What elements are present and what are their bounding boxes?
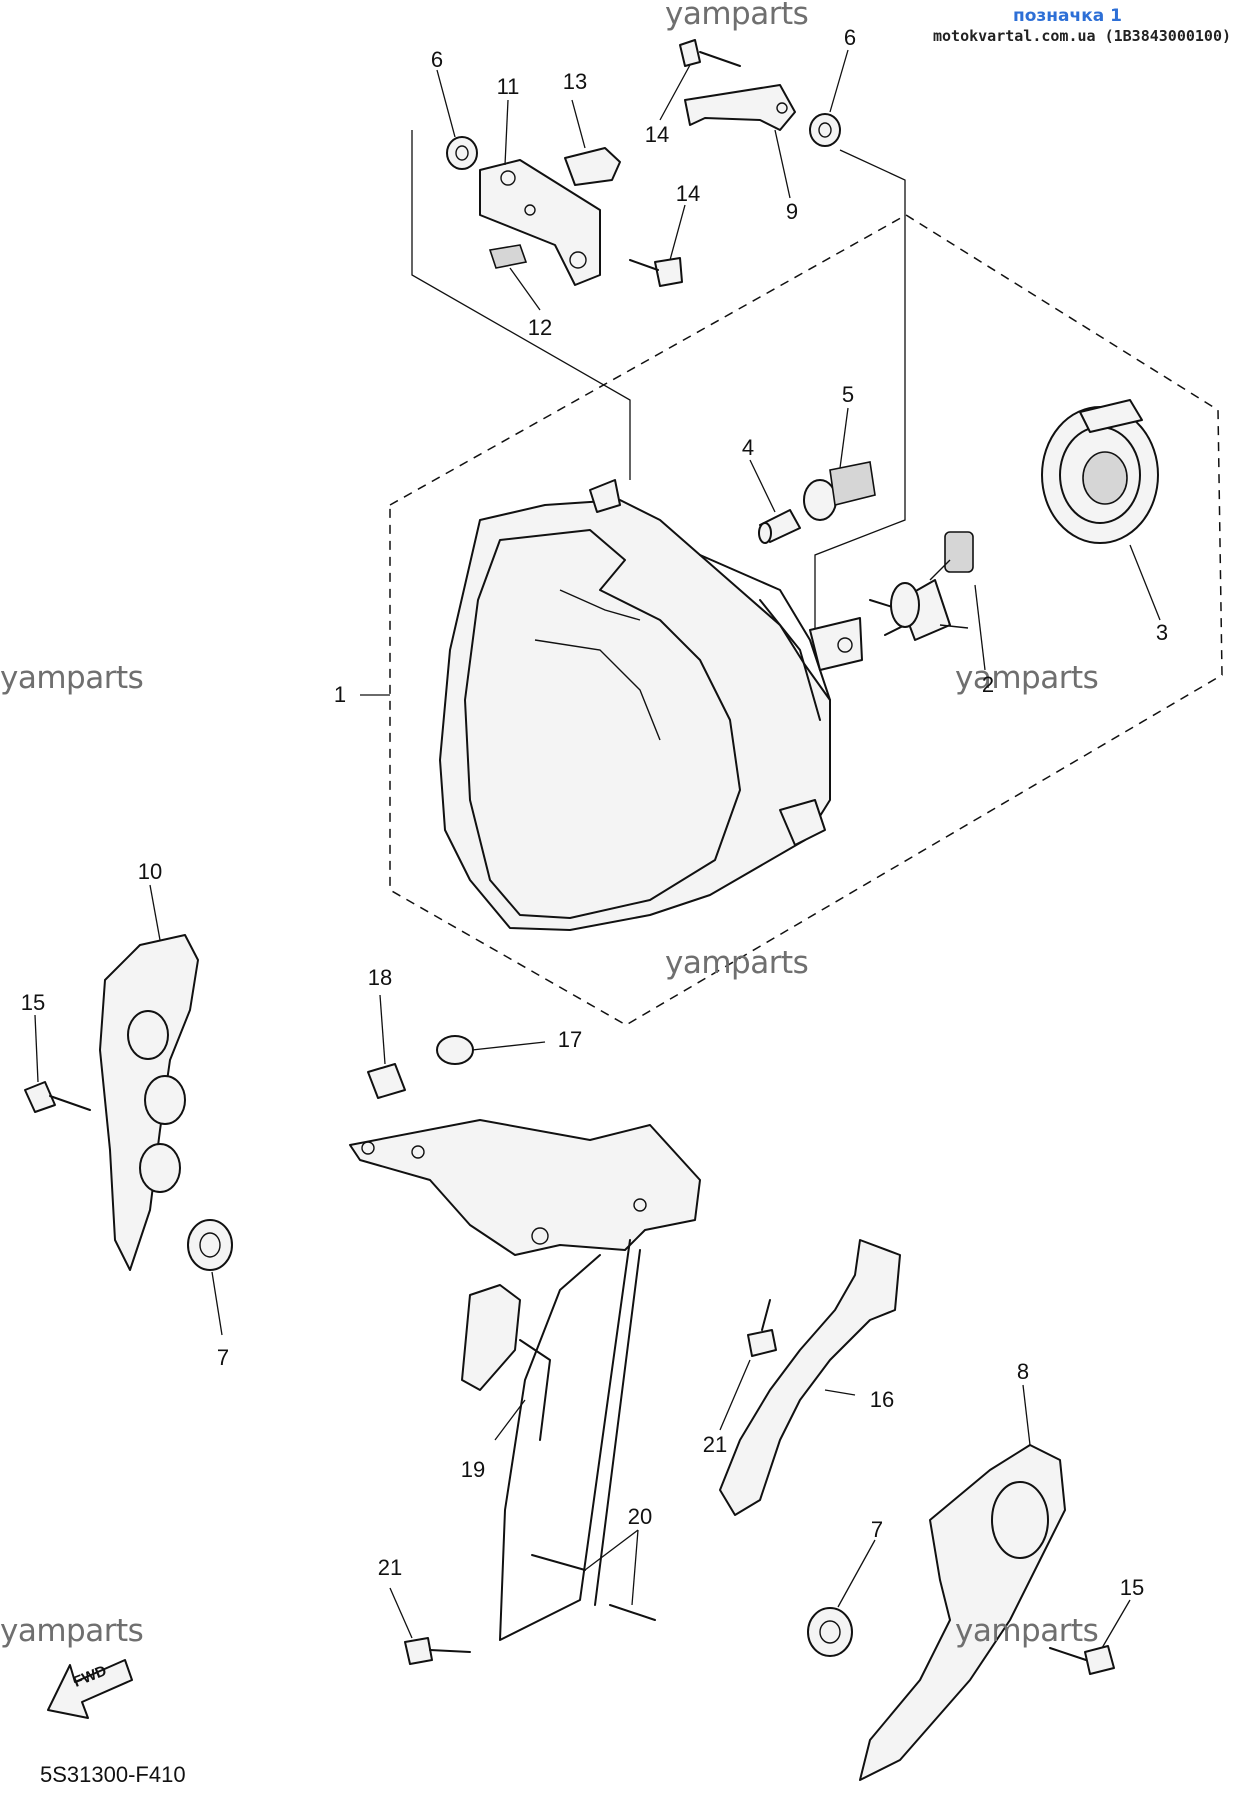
callout-21: 21 xyxy=(377,1555,403,1580)
headlight-stay xyxy=(349,1119,701,1641)
grommet-right xyxy=(807,1607,853,1657)
callout-7: 7 xyxy=(870,1517,884,1542)
bulb-cover xyxy=(1041,399,1159,544)
washer-left xyxy=(446,136,478,170)
callout-13: 13 xyxy=(562,69,588,94)
leader-20a xyxy=(584,1529,639,1571)
callout-8: 8 xyxy=(1016,1359,1030,1384)
bolt-top xyxy=(679,39,741,67)
watermark: yamparts xyxy=(665,0,809,32)
leader-2 xyxy=(974,584,986,671)
leader-14b xyxy=(669,204,686,261)
leader-12 xyxy=(509,267,541,311)
callout-21: 21 xyxy=(702,1432,728,1457)
watermark: yamparts xyxy=(955,1613,1099,1649)
leader-14a xyxy=(659,64,691,121)
bracket-reference-line-left xyxy=(411,130,631,480)
clip-clamp xyxy=(564,147,621,186)
leader-15a xyxy=(34,1014,39,1083)
washer-right xyxy=(809,113,841,147)
left-side-cover xyxy=(99,934,199,1271)
fwd-arrow-icon xyxy=(47,1659,133,1719)
bolt-lower xyxy=(629,257,683,287)
bulb-socket xyxy=(803,461,876,521)
callout-1: 1 xyxy=(333,682,347,707)
watermark: yamparts xyxy=(0,1613,144,1649)
leader-10 xyxy=(149,884,161,941)
leader-20b xyxy=(631,1529,639,1606)
left-bracket xyxy=(479,159,601,286)
watermark: yamparts xyxy=(665,945,809,981)
callout-3: 3 xyxy=(1155,620,1169,645)
callout-14: 14 xyxy=(675,181,701,206)
bolt-right xyxy=(1049,1645,1115,1675)
stay-16 xyxy=(719,1239,901,1516)
leader-7b xyxy=(837,1539,876,1608)
leader-3 xyxy=(1129,544,1161,621)
callout-7: 7 xyxy=(216,1345,230,1370)
bracket-reference-line-right xyxy=(814,149,906,630)
leader-21b xyxy=(389,1587,413,1639)
grommet-left xyxy=(187,1219,233,1271)
bolt-21-upper xyxy=(747,1299,777,1357)
leader-18 xyxy=(379,994,386,1065)
callout-5: 5 xyxy=(841,382,855,407)
callout-4: 4 xyxy=(741,435,755,460)
pin-lower xyxy=(609,1604,656,1621)
leader-5 xyxy=(839,407,849,469)
bolt-left xyxy=(24,1081,91,1113)
leader-4 xyxy=(749,459,776,513)
right-side-cover xyxy=(859,1444,1066,1781)
callout-12: 12 xyxy=(527,315,553,340)
leader-11 xyxy=(504,99,509,166)
callout-19: 19 xyxy=(460,1457,486,1482)
watermark: yamparts xyxy=(955,660,1099,696)
callout-6: 6 xyxy=(843,25,857,50)
leader-7a xyxy=(211,1271,223,1336)
headlight-bulb xyxy=(869,531,974,641)
headlight-assembly-boundary xyxy=(389,214,1223,1026)
callout-16: 16 xyxy=(869,1387,895,1412)
leader-17 xyxy=(471,1041,546,1051)
callout-20: 20 xyxy=(627,1504,653,1529)
grommet-17 xyxy=(436,1035,474,1065)
callout-2: 2 xyxy=(981,672,995,697)
diagram-code: 5S31300-F410 xyxy=(40,1762,186,1787)
frame-stay-19 xyxy=(461,1284,551,1441)
leader-6a xyxy=(436,69,456,138)
leader-19 xyxy=(494,1399,526,1441)
leader-21a xyxy=(719,1359,751,1431)
damper xyxy=(488,244,528,269)
callout-6: 6 xyxy=(430,47,444,72)
callout-10: 10 xyxy=(137,859,163,884)
bolt-21-lower xyxy=(404,1637,471,1665)
callout-17: 17 xyxy=(557,1027,583,1052)
washer-right-hole xyxy=(818,122,832,138)
leader-6b xyxy=(829,49,849,113)
pin-upper xyxy=(531,1554,586,1571)
leader-8 xyxy=(1022,1384,1031,1446)
leader-9 xyxy=(774,129,791,199)
source-site-label: motokvartal.com.ua (1B3843000100) xyxy=(933,27,1232,45)
washer-left-hole xyxy=(455,145,469,161)
right-bracket xyxy=(684,84,796,131)
callout-18: 18 xyxy=(367,965,393,990)
callout-15: 15 xyxy=(1119,1575,1145,1600)
leader-13 xyxy=(571,99,586,149)
grommet-18 xyxy=(367,1063,406,1099)
watermark: yamparts xyxy=(0,660,144,696)
callout-14: 14 xyxy=(644,122,670,147)
callout-11: 11 xyxy=(496,74,520,99)
callout-15: 15 xyxy=(20,990,46,1015)
callout-9: 9 xyxy=(785,199,799,224)
headlight-housing xyxy=(439,479,863,931)
marker-title: позначка 1 xyxy=(1013,6,1122,26)
position-bulb xyxy=(758,509,801,544)
leader-15b xyxy=(1101,1599,1131,1649)
leader-16 xyxy=(824,1389,856,1396)
